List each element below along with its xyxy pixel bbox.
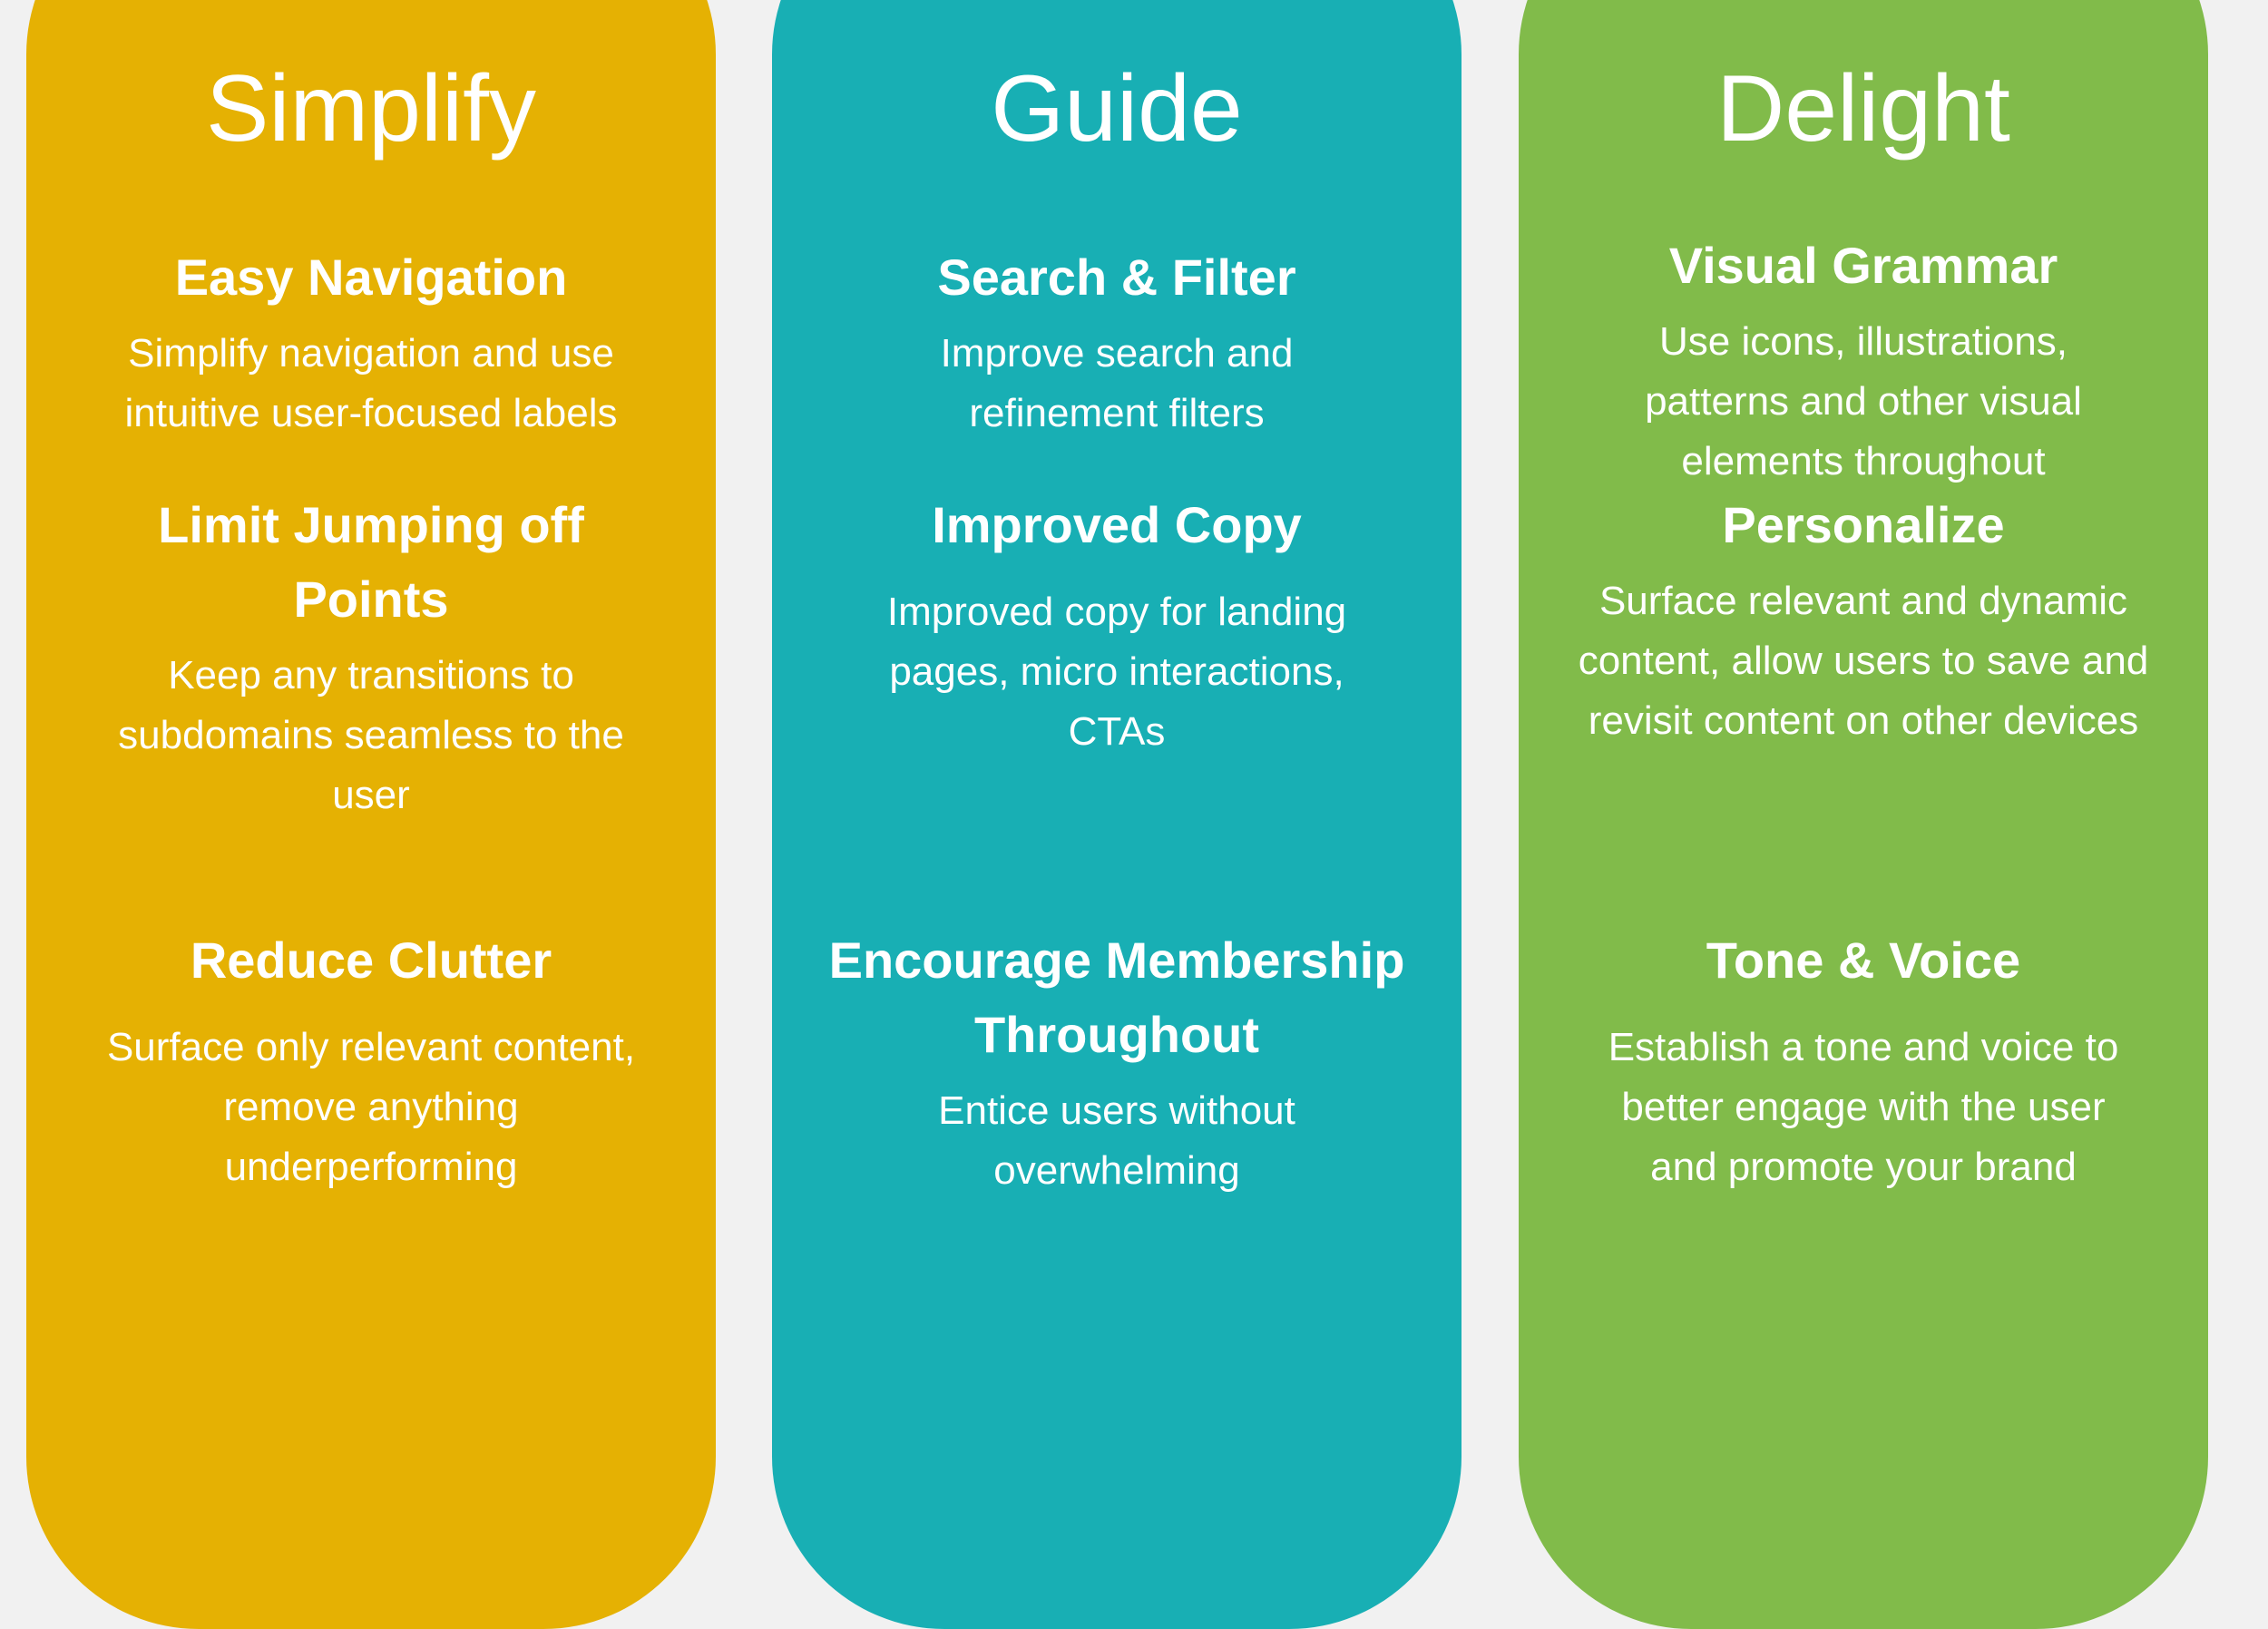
section-body: Surface only relevant content, remove an… bbox=[106, 1025, 636, 1189]
section-title: Improved Copy bbox=[932, 496, 1302, 553]
section-reduce-clutter: Reduce Clutter Surface only relevant con… bbox=[90, 923, 652, 1197]
column-simplify: Simplify Easy Navigation Simplify naviga… bbox=[26, 0, 716, 1629]
column-delight: Delight Visual Grammar Use icons, illust… bbox=[1519, 0, 2208, 1629]
section-body: Use icons, illustrations, patterns and o… bbox=[1645, 319, 2082, 483]
section-body: Entice users without overwhelming bbox=[938, 1088, 1295, 1193]
section-tone-voice: Tone & Voice Establish a tone and voice … bbox=[1600, 923, 2126, 1197]
section-title: Search & Filter bbox=[937, 249, 1296, 306]
section-visual-grammar: Visual Grammar Use icons, illustrations,… bbox=[1600, 229, 2126, 492]
section-easy-navigation: Easy Navigation Simplify navigation and … bbox=[81, 240, 661, 444]
section-body: Keep any transitions to subdomains seaml… bbox=[118, 653, 624, 817]
section-encourage-membership: Encourage Membership Throughout Entice u… bbox=[790, 923, 1443, 1201]
section-body: Improved copy for landing pages, micro i… bbox=[886, 590, 1347, 754]
section-title: Easy Navigation bbox=[174, 249, 568, 306]
section-body: Improve search and refinement filters bbox=[940, 331, 1294, 435]
column-heading: Simplify bbox=[205, 56, 537, 161]
section-limit-jumping: Limit Jumping off Points Keep any transi… bbox=[99, 488, 643, 825]
column-heading: Delight bbox=[1716, 56, 2010, 161]
column-heading: Guide bbox=[991, 56, 1243, 161]
section-title: Limit Jumping off Points bbox=[158, 496, 584, 628]
section-title: Encourage Membership Throughout bbox=[828, 932, 1405, 1063]
section-personalize: Personalize Surface relevant and dynamic… bbox=[1546, 488, 2181, 751]
section-body: Surface relevant and dynamic content, al… bbox=[1578, 579, 2149, 743]
section-search-filter: Search & Filter Improve search and refin… bbox=[881, 240, 1353, 444]
section-improved-copy: Improved Copy Improved copy for landing … bbox=[836, 488, 1398, 762]
section-title: Personalize bbox=[1722, 496, 2005, 553]
section-title: Reduce Clutter bbox=[190, 932, 552, 989]
section-title: Tone & Voice bbox=[1706, 932, 2021, 989]
section-body: Simplify navigation and use intuitive us… bbox=[124, 331, 618, 435]
section-title: Visual Grammar bbox=[1668, 237, 2058, 294]
column-guide: Guide Search & Filter Improve search and… bbox=[772, 0, 1461, 1629]
section-body: Establish a tone and voice to better eng… bbox=[1608, 1025, 2119, 1189]
